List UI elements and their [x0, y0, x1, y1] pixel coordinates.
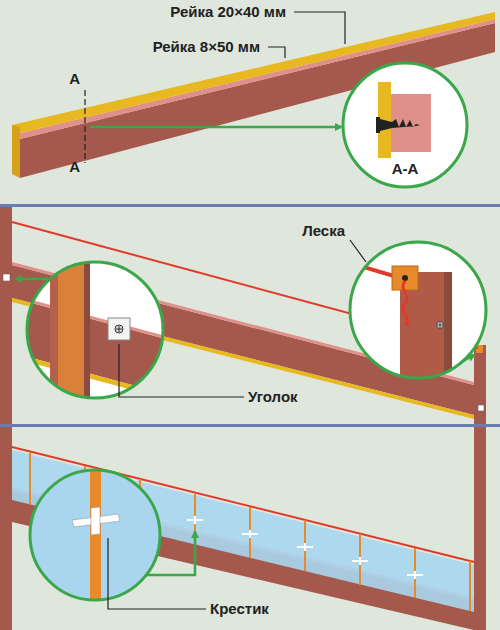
- part-label: А: [67, 158, 82, 176]
- part-label: А: [67, 70, 82, 88]
- part-label: Леска: [300, 222, 347, 240]
- part-label: А-А: [390, 160, 421, 178]
- part-label: Рейка 8×50 мм: [151, 38, 262, 56]
- part-label: Крестик: [208, 600, 271, 618]
- part-label: Уголок: [246, 388, 300, 406]
- part-label: Рейка 20×40 мм: [168, 3, 288, 21]
